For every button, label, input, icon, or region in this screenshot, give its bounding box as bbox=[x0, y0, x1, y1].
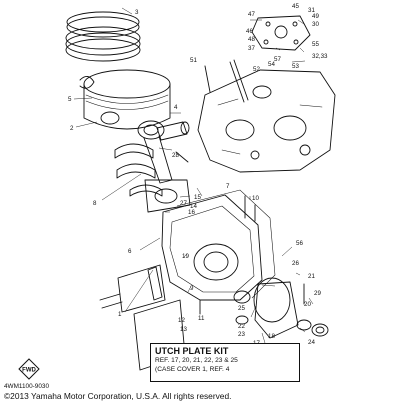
callout-label: 29 bbox=[314, 290, 321, 297]
callout-label: 45 bbox=[292, 3, 299, 10]
callout-label: 16 bbox=[188, 209, 195, 216]
caps bbox=[296, 319, 329, 337]
callout-label: 32,33 bbox=[312, 53, 328, 60]
callout-label: 54 bbox=[268, 61, 275, 68]
callout-label: 28 bbox=[172, 152, 179, 159]
copyright-notice: ©2013 Yamaha Motor Corporation, U.S.A. A… bbox=[4, 391, 232, 401]
callout-label: 24 bbox=[308, 339, 315, 346]
piston bbox=[83, 69, 171, 130]
callout-label: 37 bbox=[248, 45, 255, 52]
callout-label: 11 bbox=[198, 315, 205, 322]
callout-label: 52 bbox=[253, 66, 260, 73]
callout-label: 2 bbox=[70, 125, 74, 132]
callout-label: 48 bbox=[248, 36, 255, 43]
svg-text:FWD: FWD bbox=[22, 368, 36, 374]
case-cover bbox=[161, 194, 263, 301]
callout-label: 30 bbox=[312, 21, 319, 28]
callout-label: 55 bbox=[312, 41, 319, 48]
callout-label: 14 bbox=[190, 203, 197, 210]
callout-label: 46 bbox=[246, 28, 253, 35]
callout-label: 27 bbox=[180, 200, 187, 207]
callout-label: 5 bbox=[68, 96, 72, 103]
piston-rings bbox=[65, 11, 141, 62]
callout-label: 21 bbox=[308, 273, 315, 280]
callout-label: 53 bbox=[292, 63, 299, 70]
callout-label: 26 bbox=[292, 260, 299, 267]
leader-lines bbox=[73, 7, 314, 344]
callout-label: 1 bbox=[118, 311, 122, 318]
callout-label: 20 bbox=[304, 301, 311, 308]
bearing-shells bbox=[114, 143, 163, 197]
crankshaft bbox=[99, 264, 186, 371]
callout-label: 49 bbox=[312, 13, 319, 20]
crankcase bbox=[197, 69, 336, 173]
callout-label: 47 bbox=[248, 11, 255, 18]
studs-bolts bbox=[175, 59, 305, 315]
callout-label: 51 bbox=[190, 57, 197, 64]
callout-label: 22 bbox=[238, 323, 245, 330]
callout-label: 9 bbox=[190, 285, 194, 292]
callout-labels: 3 5 2 4 28 8 27 15 16 14 6 19 7 9 1 10 1… bbox=[68, 3, 328, 347]
callout-label: 23 bbox=[238, 331, 245, 338]
callout-label: 15 bbox=[194, 194, 201, 201]
piston-pin bbox=[156, 121, 190, 141]
forward-direction-icon: FWD bbox=[18, 358, 40, 380]
catalog-number: 4WM1100-9030 bbox=[4, 383, 49, 390]
callout-label: 19 bbox=[182, 253, 189, 260]
callout-label: 18 bbox=[268, 333, 275, 340]
callout-label: 56 bbox=[296, 240, 303, 247]
callout-label: 6 bbox=[128, 248, 132, 255]
circlip bbox=[79, 76, 95, 89]
gasket bbox=[176, 189, 276, 299]
kit-note-line: (CASE COVER 1, REF. 4 bbox=[155, 365, 230, 373]
callout-label: 7 bbox=[226, 183, 230, 190]
callout-label: 10 bbox=[252, 195, 259, 202]
callout-label: 13 bbox=[180, 326, 187, 333]
callout-label: 31 bbox=[308, 7, 315, 14]
callout-label: 57 bbox=[274, 56, 281, 63]
kit-note-title: UTCH PLATE KIT bbox=[155, 346, 229, 356]
kit-note-box: UTCH PLATE KIT REF. 17, 20, 21, 22, 23 &… bbox=[150, 343, 300, 382]
callout-label: 3 bbox=[135, 9, 139, 16]
callout-label: 4 bbox=[174, 104, 178, 111]
callout-label: 12 bbox=[178, 317, 185, 324]
callout-label: 25 bbox=[238, 305, 245, 312]
clutch-assembly bbox=[233, 277, 299, 339]
kit-note-line: REF. 17, 20, 21, 22, 23 & 25 bbox=[155, 357, 238, 364]
oil-pump bbox=[251, 15, 311, 51]
callout-label: 8 bbox=[93, 200, 97, 207]
